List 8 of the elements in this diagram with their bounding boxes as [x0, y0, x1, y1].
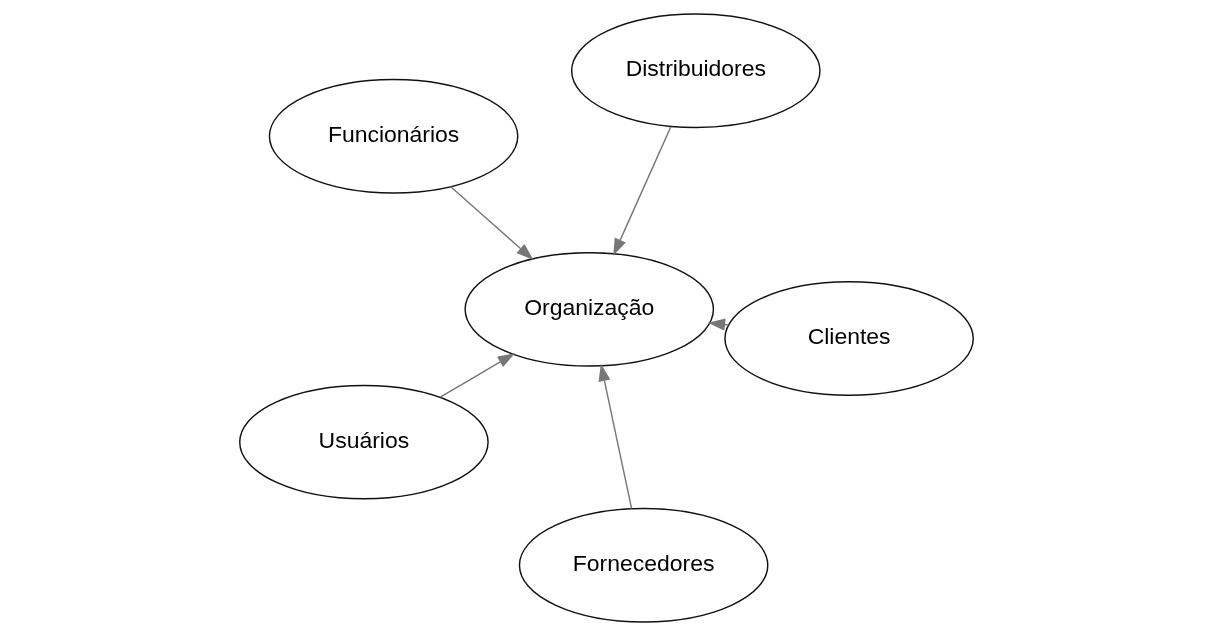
- node-ellipse: Fornecedores: [518, 507, 768, 623]
- arrow: [598, 363, 632, 510]
- arrow: [612, 126, 672, 256]
- arrow: [449, 186, 533, 260]
- node-ellipse: Usuários: [238, 384, 489, 500]
- node-ellipse: Funcionários: [268, 78, 518, 194]
- node-ellipse: Distribuidores: [570, 13, 821, 129]
- arrow: [438, 353, 515, 398]
